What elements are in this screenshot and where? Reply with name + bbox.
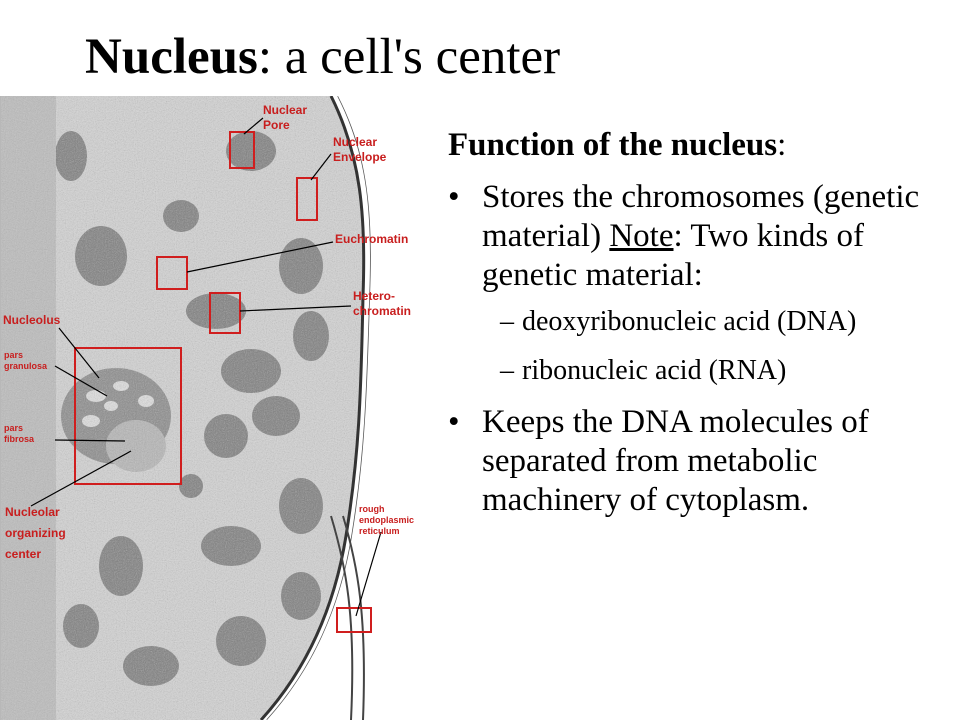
label-heterochromatin-line1: Hetero- — [353, 289, 395, 303]
outside-area — [267, 96, 443, 720]
nuclear-envelope — [259, 96, 366, 720]
sub-item-rna: – ribonucleic acid (RNA) — [482, 354, 953, 387]
label-nucleolar-line3: center — [5, 547, 41, 561]
label-nuclear-pore-line1: Nuclear — [263, 103, 307, 117]
box-nuclear-envelope — [296, 177, 318, 221]
label-nucleolar-line2: organizing — [5, 526, 66, 540]
dash-mark: – — [500, 305, 514, 337]
box-rer — [336, 607, 372, 633]
label-nucleolar-line1: Nucleolar — [5, 505, 60, 519]
sub-item-dna: – deoxyribonucleic acid (DNA) — [482, 305, 953, 338]
nucleus-micrograph: Nuclear Pore Nuclear Envelope Euchromati… — [0, 96, 443, 720]
box-nuclear-pore — [229, 131, 255, 169]
label-nuclear-pore-line2: Pore — [263, 118, 290, 132]
bullet-stores-chromosomes: • Stores the chromosomes (genetic materi… — [448, 178, 953, 387]
label-rer-line2: endoplasmic — [359, 515, 414, 525]
label-nucleolus: Nucleolus — [3, 313, 61, 327]
bullet-list: • Stores the chromosomes (genetic materi… — [448, 178, 953, 520]
bullet1-note: Note — [609, 217, 674, 254]
text-panel: Function of the nucleus: • Stores the ch… — [448, 126, 953, 526]
label-pars-granulosa-line1: pars — [4, 350, 23, 360]
dash-mark: – — [500, 354, 514, 386]
box-heterochromatin — [209, 292, 241, 334]
micrograph-svg: Nuclear Pore Nuclear Envelope Euchromati… — [1, 96, 443, 720]
function-heading-colon: : — [777, 127, 787, 163]
sub-item-rna-text: ribonucleic acid (RNA) — [522, 354, 787, 386]
label-pars-fibrosa-line1: pars — [4, 423, 23, 433]
box-euchromatin — [156, 256, 188, 290]
bullet-mark: • — [448, 403, 460, 440]
bullet2-text: Keeps the DNA molecules of separated fro… — [482, 403, 869, 518]
title-bold: Nucleus — [85, 29, 258, 85]
function-heading-text: Function of the nucleus — [448, 127, 778, 163]
bullet1-text-after: : Two kinds of genetic material: — [482, 217, 865, 293]
label-rer-line3: reticulum — [359, 526, 400, 536]
title-rest: : a cell's center — [257, 29, 561, 85]
sub-list: – deoxyribonucleic acid (DNA) – ribonucl… — [482, 305, 953, 387]
sub-item-dna-text: deoxyribonucleic acid (DNA) — [522, 305, 857, 337]
bullet1-text-before: Stores the chromosomes (genetic material… — [482, 178, 920, 254]
label-heterochromatin-line2: chromatin — [353, 304, 411, 318]
bullet-keeps-dna: • Keeps the DNA molecules of separated f… — [448, 403, 953, 520]
label-rer-line1: rough — [359, 504, 385, 514]
label-euchromatin: Euchromatin — [335, 232, 408, 246]
label-nuclear-envelope-line2: Envelope — [333, 150, 387, 164]
box-nucleolus — [74, 347, 182, 485]
label-pars-fibrosa-line2: fibrosa — [4, 434, 35, 444]
label-pars-granulosa-line2: granulosa — [4, 361, 48, 371]
slide-title: Nucleus: a cell's center — [85, 32, 560, 83]
function-heading: Function of the nucleus: — [448, 126, 953, 166]
bullet-mark: • — [448, 178, 460, 215]
label-nuclear-envelope-line1: Nuclear — [333, 135, 377, 149]
rough-er — [330, 515, 354, 720]
